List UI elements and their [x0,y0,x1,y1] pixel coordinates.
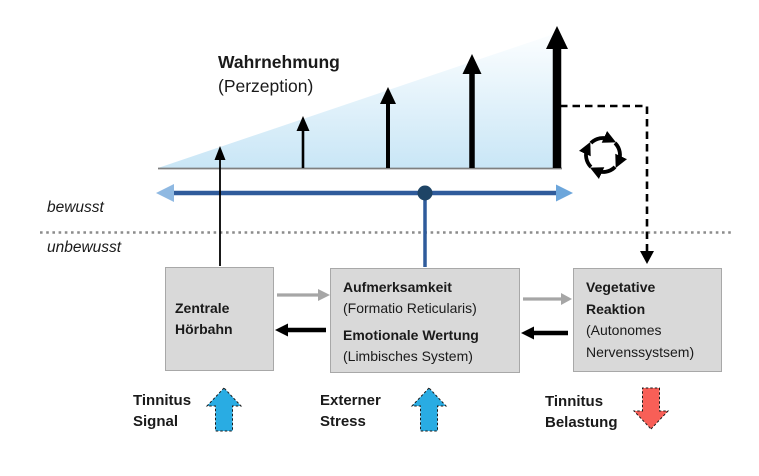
box-attention-line3: Emotionale Wertung [343,327,479,343]
auditory-to-attention-arrow [277,289,330,301]
box-zentrale-line1: Zentrale [175,300,230,316]
label-conscious: bewusst [47,199,104,216]
feedback-path [560,104,654,264]
vegetative-to-attention-arrow [521,326,568,340]
attention-to-vegetative-arrow [523,293,572,305]
label-tinnitus-belastung: Tinnitus Belastung [545,391,618,433]
slider-right-arrowhead-icon [556,184,573,202]
label-externer-stress-line1: Externer [320,392,381,409]
label-unconscious: unbewusst [47,239,122,256]
slider-left-arrowhead-icon [156,184,174,202]
attention-to-auditory-arrow [275,323,326,337]
label-tinnitus-signal-line1: Tinnitus [133,392,192,409]
box-vegetative-line1: Vegetative [586,279,656,295]
feedback-arrowhead-icon [640,251,654,264]
box-attention-line4: (Limbisches System) [343,348,473,364]
box-vegetative-line4: Nervenssystsem) [586,343,695,360]
label-externer-stress-line2: Stress [320,413,366,430]
cycle-arrows-icon [579,131,627,179]
perception-title-block: Wahrnehmung (Perzeption) [218,50,340,98]
label-tinnitus-belastung-line1: Tinnitus [545,393,604,410]
box-attention-line2: (Formatio Reticularis) [343,300,477,316]
box-attention-line1: Aufmerksamkeit [343,279,452,295]
perception-arrow-3 [380,87,396,168]
perception-arrow-2 [296,116,310,168]
slider-handle-dot [417,185,433,201]
box-vegetative-line2: Reaktion [586,300,646,317]
label-externer-stress: Externer Stress [320,390,381,432]
perception-subtitle: (Perzeption) [218,76,314,96]
tinnitus-belastung-down-arrow-icon [632,387,670,430]
perception-title: Wahrnehmung [218,52,340,72]
attention-slider [156,184,573,267]
perception-wedge [158,33,557,168]
label-tinnitus-belastung-line2: Belastung [545,414,618,431]
box-vegetative-line3: (Autonomes [586,322,662,338]
label-tinnitus-signal-line2: Signal [133,413,179,430]
perception-arrow-4 [462,54,482,168]
perception-arrow-5 [546,26,568,168]
box-vegetative-reaktion: Vegetative Reaktion (Autonomes Nervenssy… [573,268,722,372]
label-tinnitus-signal: Tinnitus Signal [133,390,191,432]
tinnitus-signal-up-arrow-icon [205,387,243,432]
box-aufmerksamkeit: Aufmerksamkeit (Formatio Reticularis) Em… [330,268,520,373]
perception-arrow-1 [214,146,226,266]
externer-stress-up-arrow-icon [410,387,448,432]
box-zentrale-hoerbahn: Zentrale Hörbahn [165,267,274,371]
box-zentrale-line2: Hörbahn [175,321,233,337]
